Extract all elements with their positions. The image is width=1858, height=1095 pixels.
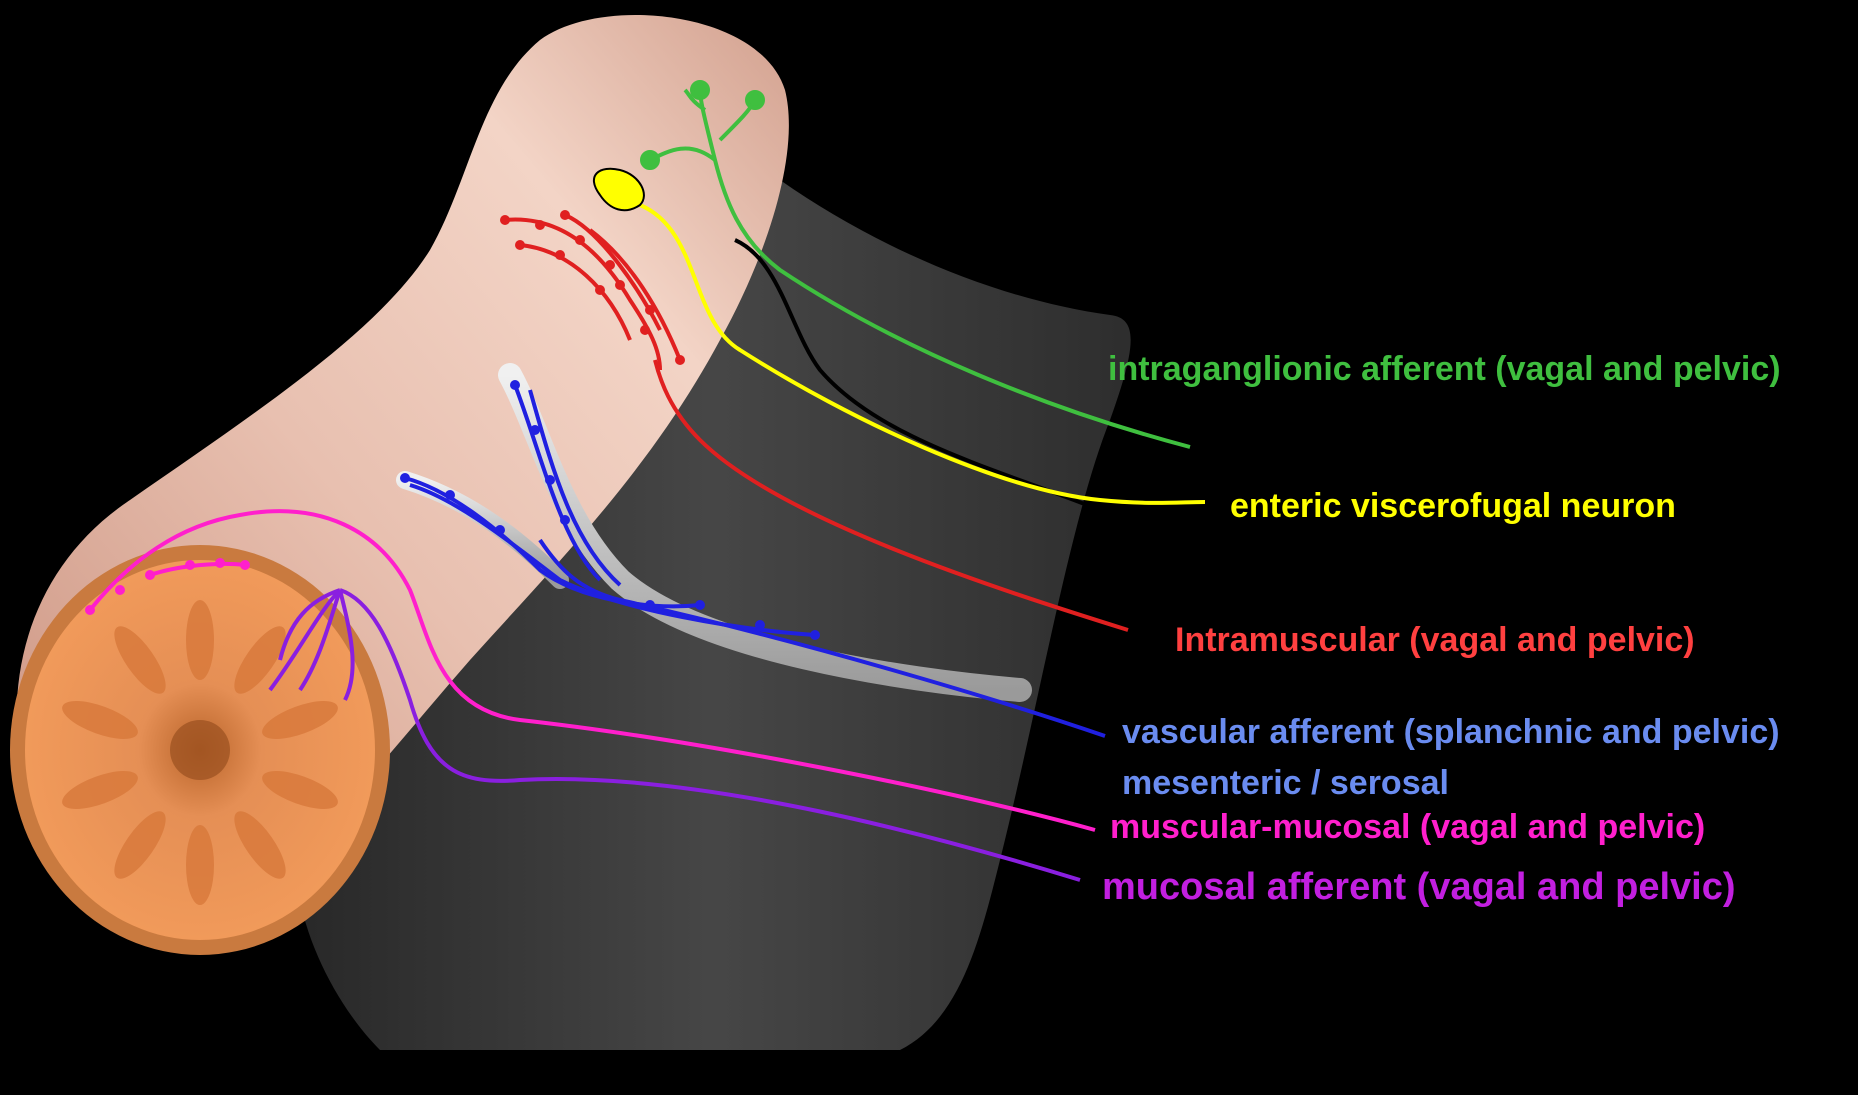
label-intraganglionic-afferent: intraganglionic afferent (vagal and pelv… [1108, 350, 1781, 388]
label-mucosal-afferent: mucosal afferent (vagal and pelvic) [1102, 866, 1736, 908]
label-intramuscular: Intramuscular (vagal and pelvic) [1175, 621, 1695, 659]
label-enteric-viscerofugal-neuron: enteric viscerofugal neuron [1230, 487, 1676, 525]
label-mesenteric-serosal: mesenteric / serosal [1122, 764, 1449, 802]
label-vascular-afferent: vascular afferent (splanchnic and pelvic… [1122, 713, 1780, 751]
label-muscular-mucosal: muscular-mucosal (vagal and pelvic) [1110, 808, 1705, 846]
lumen-center [170, 720, 230, 780]
